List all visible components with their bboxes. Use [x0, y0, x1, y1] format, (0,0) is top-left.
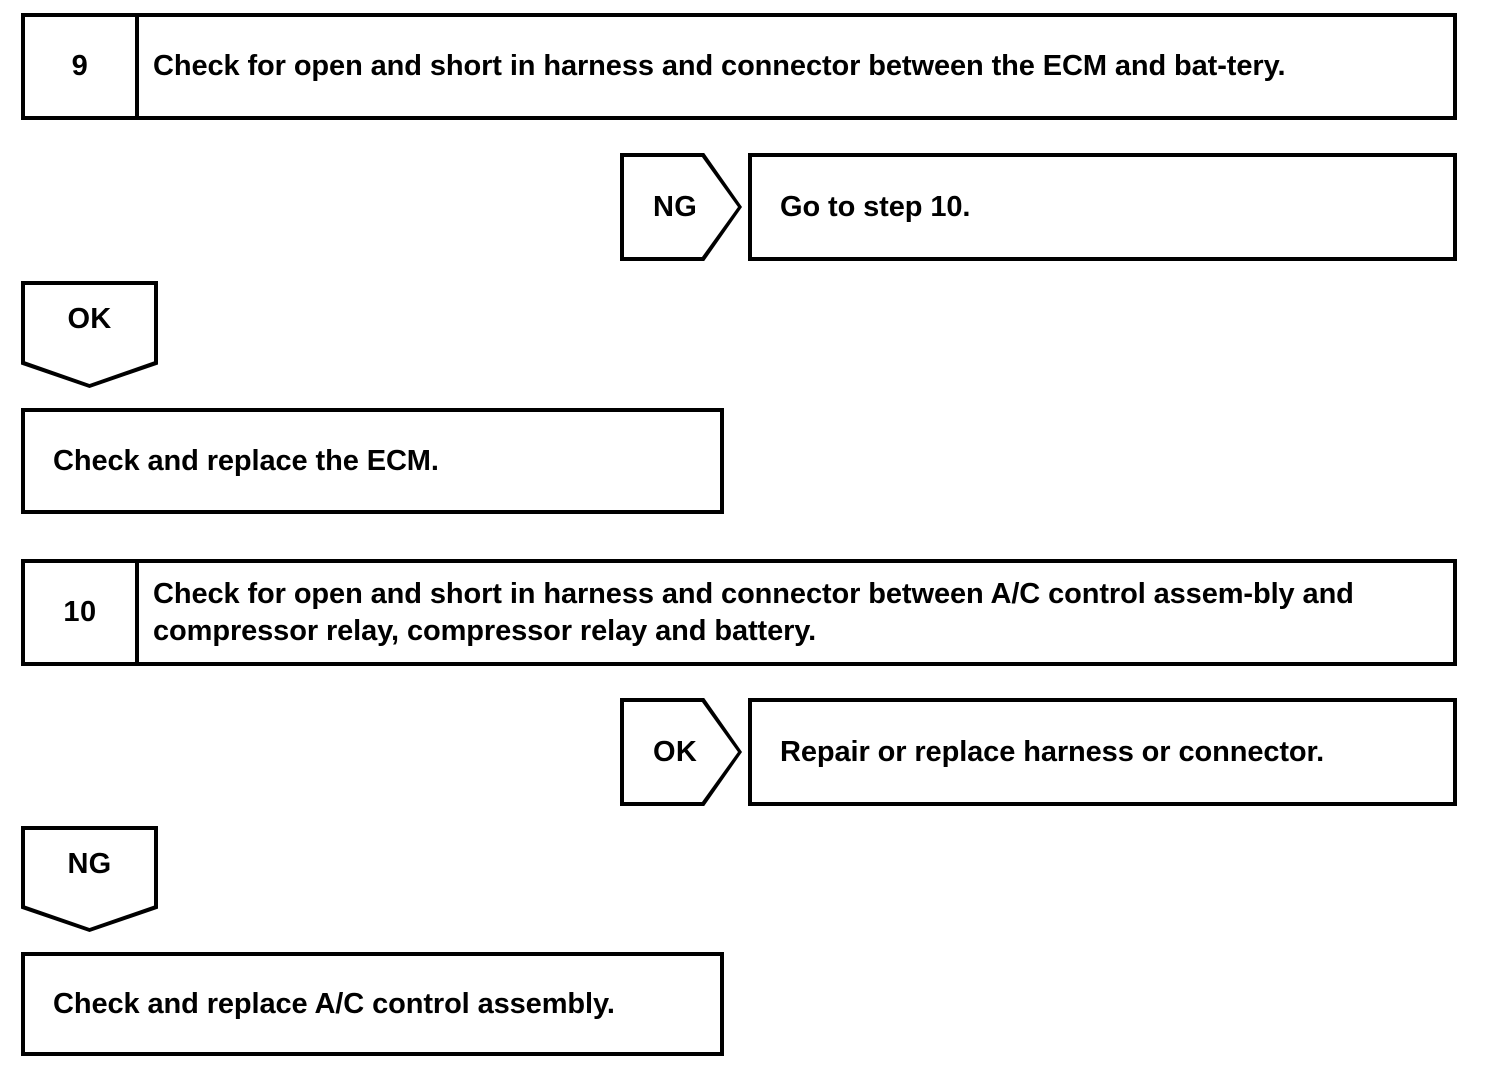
result-box-step9-ok: Check and replace the ECM. — [21, 408, 724, 514]
branch-flag-label: NG — [67, 848, 112, 880]
branch-flag-label: NG — [653, 190, 698, 223]
step-box-9: 9 Check for open and short in harness an… — [21, 13, 1457, 120]
result-box-step9-ng: Go to step 10. — [748, 153, 1457, 261]
branch-flag-ok-step9: OK — [21, 281, 158, 388]
result-text: Go to step 10. — [780, 190, 971, 223]
step-text-9: Check for open and short in harness and … — [153, 50, 1286, 83]
step-number-10: 10 — [25, 563, 139, 662]
result-text: Check and replace A/C control assembly. — [53, 987, 615, 1020]
result-box-step10-ng: Check and replace A/C control assembly. — [21, 952, 724, 1056]
step-box-10: 10 Check for open and short in harness a… — [21, 559, 1457, 666]
result-text: Check and replace the ECM. — [53, 444, 439, 477]
result-box-step10-ok: Repair or replace harness or connector. — [748, 698, 1457, 806]
branch-flag-ng-step10: NG — [21, 826, 158, 932]
branch-flag-label: OK — [67, 303, 112, 335]
step-text-10: Check for open and short in harness and … — [153, 577, 1354, 647]
branch-flag-ng-step9: NG — [620, 153, 742, 261]
flag-fill — [25, 830, 154, 928]
branch-flag-ok-step10: OK — [620, 698, 742, 806]
branch-flag-label: OK — [653, 735, 698, 768]
result-text: Repair or replace harness or connector. — [780, 735, 1325, 768]
flag-fill — [25, 285, 154, 384]
step-number-9: 9 — [25, 17, 139, 116]
